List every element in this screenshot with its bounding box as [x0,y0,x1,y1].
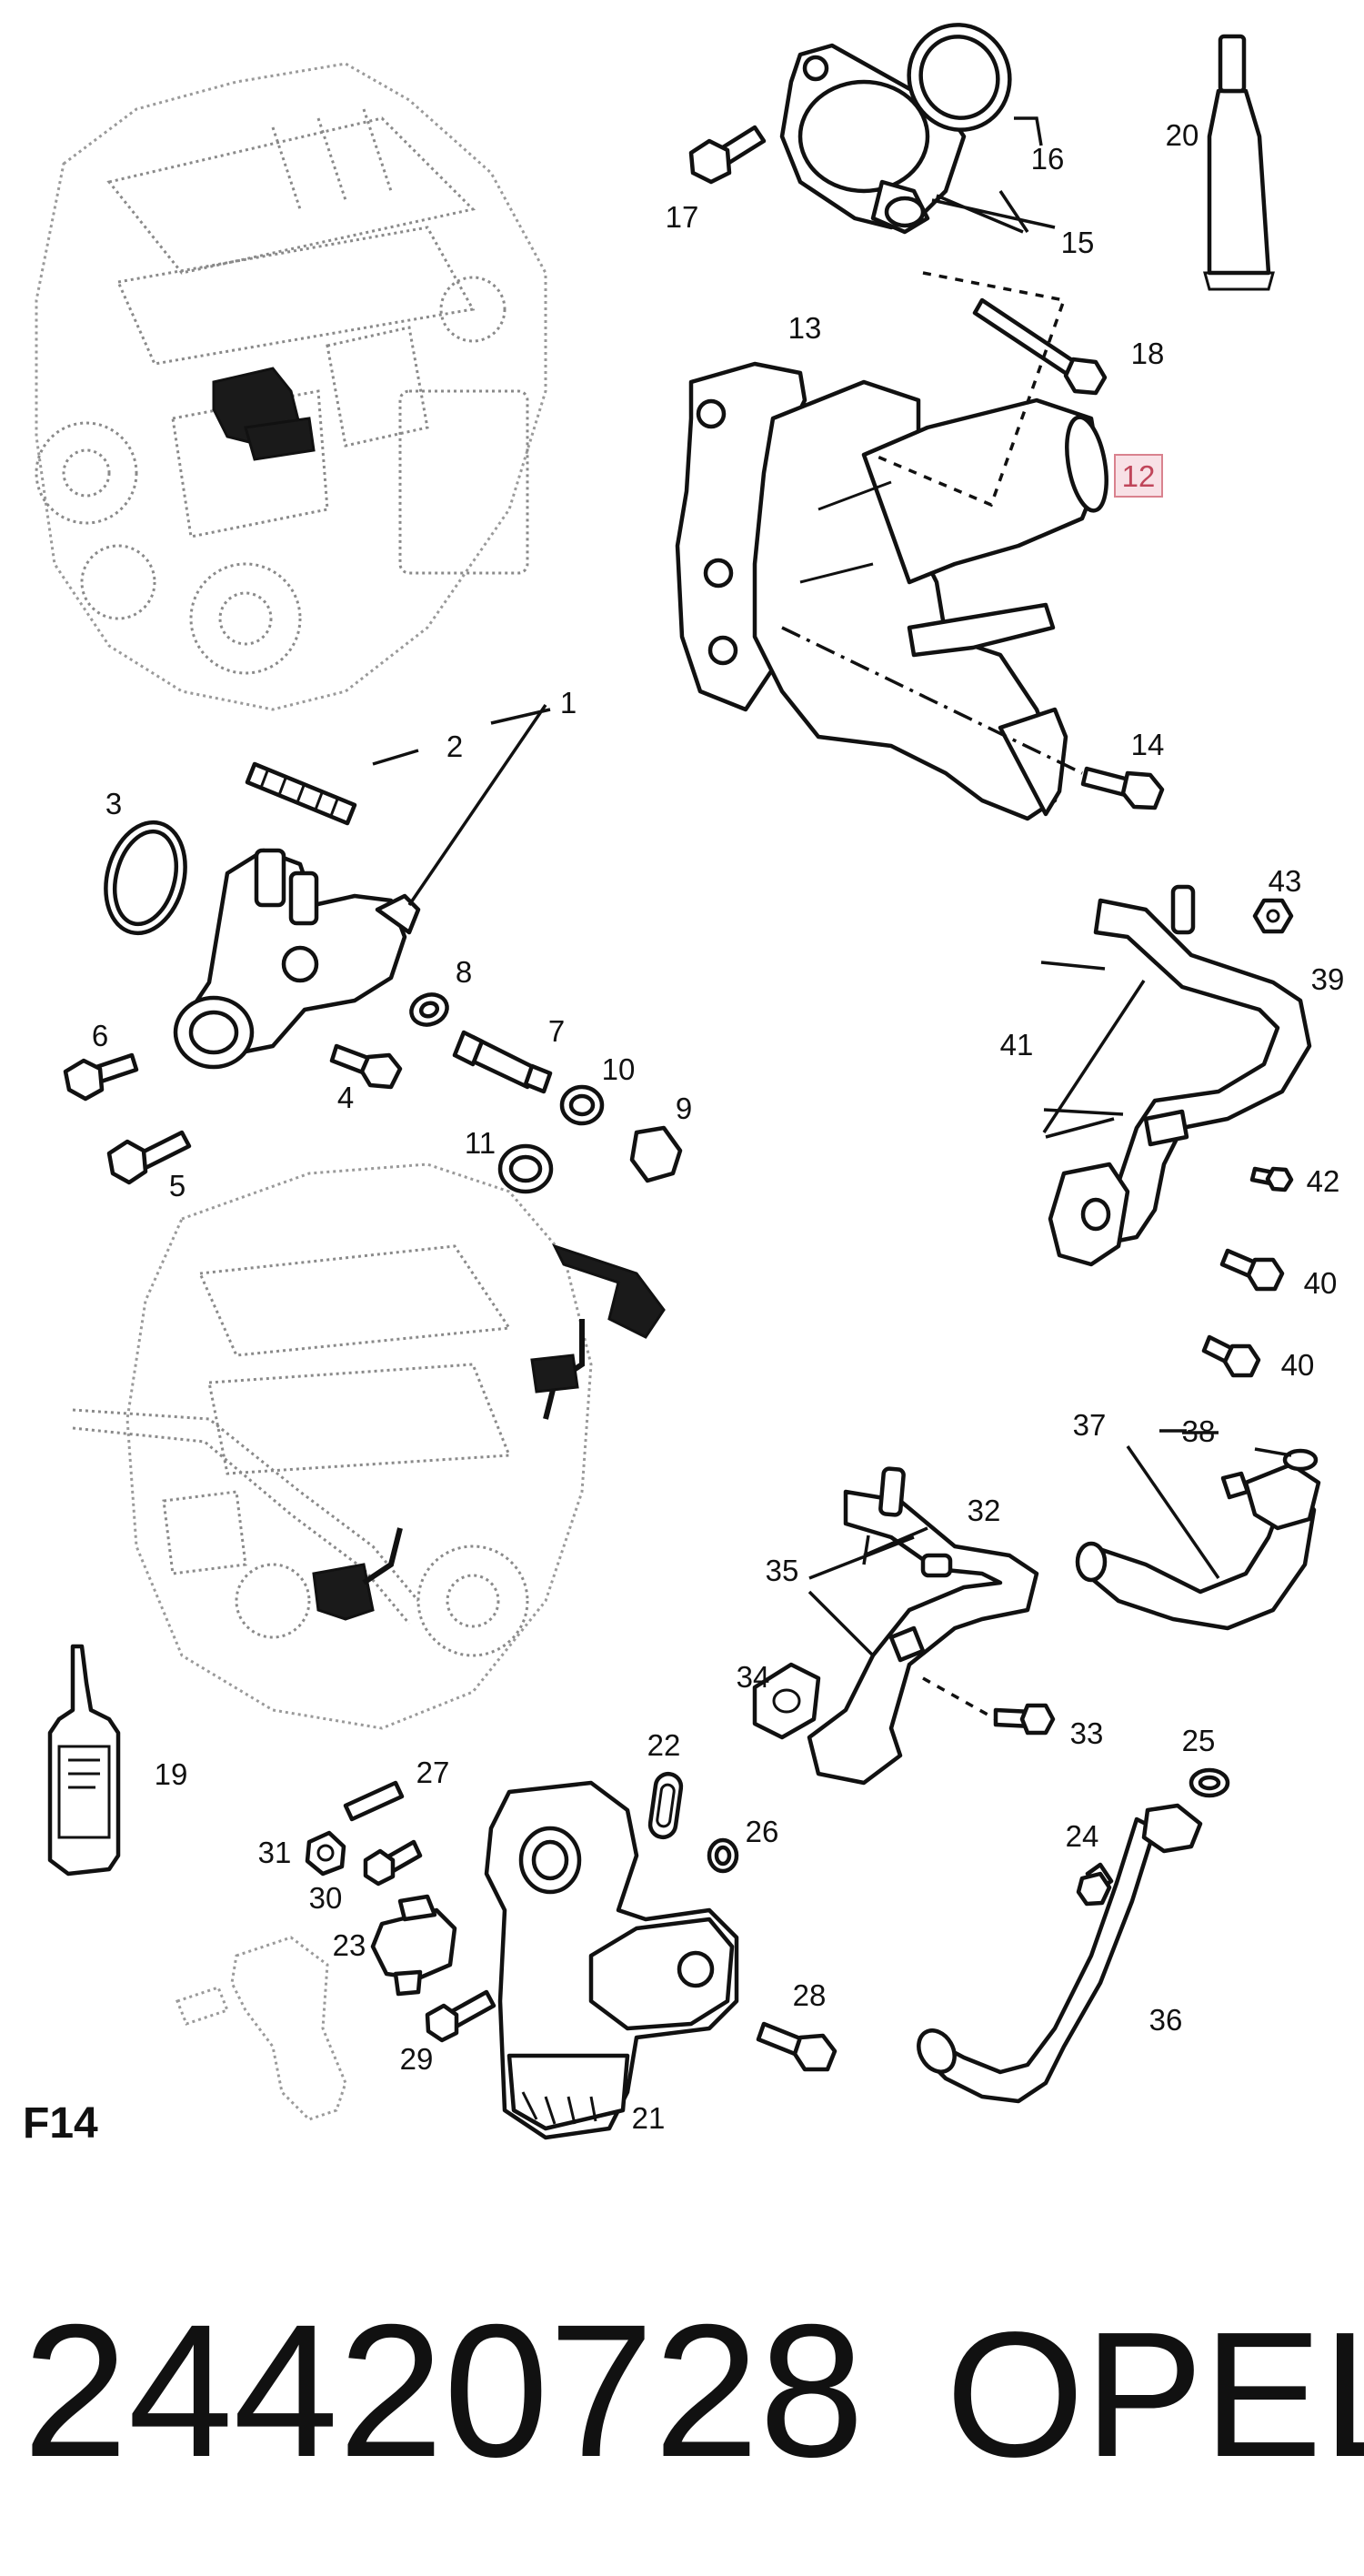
ghost-pipe [176,1936,347,2121]
gasket-part-16 [907,23,1012,132]
bolt-part-6 [63,1052,139,1102]
sealant-tube-part-20 [1203,34,1275,291]
callout-16: 16 [1031,142,1065,176]
stud-part-2 [245,761,357,826]
callout-7: 7 [548,1014,565,1048]
cap-part-9 [629,1125,683,1183]
callout-14: 14 [1131,728,1165,761]
callout-15: 15 [1061,226,1095,259]
engine-illustration-middle [72,1162,666,1730]
callout-37: 37 [1073,1408,1107,1442]
coolant-pipe-part-37 [1075,1462,1321,1631]
o-ring-part-26 [707,1837,739,1874]
nut-part-43 [1252,898,1294,934]
bolt-part-31 [305,1830,346,1877]
brand-name: OPEL [946,2295,1364,2494]
callout-43: 43 [1269,864,1302,898]
callout-40-lower: 40 [1281,1348,1315,1382]
washer-part-8 [409,992,449,1027]
cap-part-10 [559,1084,605,1126]
callout-20: 20 [1166,118,1199,152]
o-ring-part-3 [104,820,187,936]
callout-12-highlight-box [1114,454,1163,498]
sensor-part-7 [452,1030,553,1094]
callout-4: 4 [337,1081,354,1114]
bolt-part-42 [1249,1166,1294,1192]
leader-lines [372,116,1292,1657]
callout-31: 31 [258,1836,292,1869]
callout-24: 24 [1066,1819,1099,1853]
coolant-pipe-part-32 [807,1466,1039,1786]
oil-filter-housing-part-21 [484,1780,739,2140]
callout-10: 10 [602,1052,636,1086]
callout-11: 11 [465,1126,496,1160]
callout-32: 32 [968,1494,1001,1527]
long-bolt-part-18 [972,297,1108,396]
callout-40-upper: 40 [1304,1266,1338,1300]
bolt-part-30 [363,1839,423,1887]
callout-38: 38 [1182,1414,1216,1448]
callout-22: 22 [647,1728,681,1762]
callout-18: 18 [1131,337,1165,370]
part-number: 24420728 [23,2286,864,2497]
stud-part-27 [343,1780,405,1822]
coolant-outlet-part-12 [752,379,1108,821]
gasket-part-22 [647,1771,684,1840]
bolt-part-14 [1080,766,1165,810]
bolt-part-17 [688,125,767,185]
callout-3: 3 [105,787,122,820]
callout-17: 17 [666,200,699,234]
callout-12: 12 [1122,459,1156,493]
bolt-part-33 [993,1703,1056,1736]
callout-28: 28 [793,1978,827,2012]
gasket-part-34 [752,1662,821,1740]
cap-part-11 [497,1143,554,1194]
callout-41: 41 [1000,1028,1034,1062]
callout-9: 9 [676,1092,692,1125]
callout-6: 6 [92,1019,108,1052]
callout-13: 13 [788,311,822,345]
callout-42: 42 [1307,1164,1340,1198]
thermostat-part-23 [370,1894,457,1997]
callout-26: 26 [746,1815,779,1848]
bolt-part-40-upper [1219,1248,1285,1292]
callout-25: 25 [1182,1724,1216,1757]
callout-19: 19 [155,1757,188,1791]
callout-33: 33 [1070,1716,1104,1750]
outlet-cap-part-15 [779,43,967,235]
callout-29: 29 [400,2042,434,2076]
callout-2: 2 [446,730,463,763]
callout-35: 35 [766,1554,799,1587]
bolt-part-4 [329,1043,403,1090]
callout-23: 23 [333,1928,366,1962]
coolant-pipe-part-36 [917,1803,1203,2104]
bolt-part-5 [106,1130,192,1185]
coolant-pipe-part-39 [1048,884,1312,1267]
section-code: F14 [23,2099,98,2148]
callout-labels: 1 2 3 4 5 6 7 8 9 10 11 12 13 14 15 16 1… [92,118,1345,2135]
callout-8: 8 [456,955,472,989]
callout-30: 30 [309,1881,343,1915]
guide-lines [781,271,1083,1721]
bolt-part-24 [1076,1862,1114,1907]
engine-illustration-top [35,62,547,711]
sealant-bottle-part-19 [47,1644,121,1877]
bolt-part-28 [756,2021,837,2072]
callout-36: 36 [1149,2003,1183,2037]
thermostat-housing-part-1 [173,848,421,1070]
bolt-part-29 [425,1989,496,2043]
callout-27: 27 [416,1756,450,1789]
callout-5: 5 [169,1169,186,1202]
o-ring-part-25 [1188,1767,1230,1798]
callout-21: 21 [632,2101,666,2135]
o-ring-part-38 [1282,1448,1319,1472]
callout-34: 34 [737,1660,770,1694]
callout-39: 39 [1311,962,1345,996]
bolt-part-40-lower [1201,1334,1261,1378]
callout-1: 1 [560,686,577,719]
